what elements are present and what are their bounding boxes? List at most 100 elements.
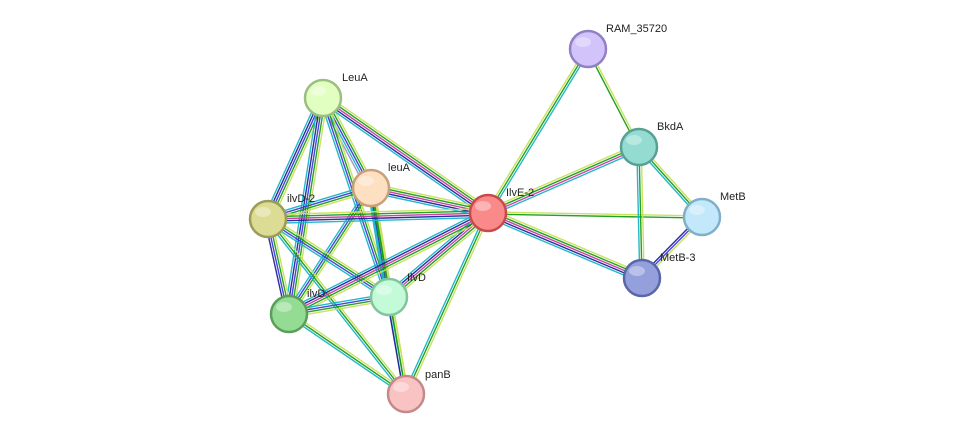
edge-evidence-line [391,215,492,301]
node-ilvd[interactable]: ilvD [269,288,325,334]
node-highlight [575,37,591,47]
edge-layer [263,47,705,397]
edge-evidence-line [487,48,589,214]
node-circle[interactable] [468,193,508,233]
edge-evidence-line [371,185,489,212]
edge-evidence-line [267,97,324,220]
edge-evidence-line [289,311,408,393]
edge-evidence-line [289,214,490,317]
node-leua[interactable]: LeuA [303,72,368,118]
node-label: BkdA [657,121,684,133]
edge-evidence-line [268,217,390,297]
edge-evidence-line [640,146,645,278]
edge-evidence-line [486,143,638,211]
edge-evidence-line [267,219,389,299]
node-metb-3[interactable]: MetB-3 [622,252,695,298]
edge-evidence-line [267,210,488,218]
edge-evidence-line [488,147,640,215]
edge-evidence-line [287,315,406,397]
edge-evidence-line [291,189,375,317]
edge-evidence-line [488,210,644,277]
node-label: IlvD [407,272,426,284]
node-highlight [255,207,271,217]
edge-evidence-line [323,95,490,212]
edge-evidence-line [289,188,373,315]
edge-evidence-line [286,97,322,314]
node-circle[interactable] [369,277,409,317]
edge-evidence-line [290,216,491,319]
node-label: MetB [720,191,746,203]
node-highlight [310,86,326,96]
edge-evidence-line [263,95,320,218]
edge-evidence-line [489,149,641,217]
edge-evidence-line [325,93,491,210]
edge-ilvd-2-ilvd [265,215,392,301]
edge-evidence-line [265,96,322,219]
node-circle[interactable] [682,197,722,237]
edge-evidence-line [487,213,702,219]
edge-evidence-line [487,212,643,279]
node-highlight [358,176,374,186]
edge-ilve-2-ram-35720 [485,47,591,215]
edge-evidence-line [638,146,643,279]
edge-evidence-line [285,185,369,313]
node-highlight [689,205,705,215]
node-circle[interactable] [622,258,662,298]
node-label: ilvD-2 [287,193,315,205]
node-highlight [276,302,292,312]
node-label: IlvE-2 [506,187,534,199]
node-label: leuA [388,162,411,174]
edge-evidence-line [489,49,591,215]
node-ilve-2[interactable]: IlvE-2 [468,187,534,233]
node-highlight [376,285,392,295]
node-leua[interactable]: leuA [351,162,411,208]
edge-evidence-line [405,212,489,395]
edge-leua-ilvd [285,185,375,317]
node-highlight [629,266,645,276]
edge-evidence-line [265,221,388,301]
edge-evidence-line [486,216,641,283]
edge-evidence-line [322,97,489,214]
edge-ilve-2-panb [403,211,491,396]
node-ilvd[interactable]: IlvD [369,272,426,317]
node-bkda[interactable]: BkdA [619,121,684,167]
edge-evidence-line [321,99,488,216]
edge-evidence-line [267,207,488,216]
edge-evidence-line [267,212,489,220]
node-circle[interactable] [248,199,288,239]
edge-leua-ilve-2 [320,93,491,218]
edge-evidence-line [407,213,491,396]
node-label: MetB-3 [660,252,695,264]
node-panb[interactable]: panB [386,369,451,414]
node-label: ilvD [307,288,325,300]
node-circle[interactable] [303,78,343,118]
edge-evidence-line [487,145,639,213]
node-highlight [393,382,409,392]
edge-evidence-line [488,211,703,217]
edge-evidence-line [268,216,489,225]
edge-evidence-line [288,212,489,315]
node-metb[interactable]: MetB [682,191,746,237]
node-circle[interactable] [619,127,659,167]
edge-evidence-line [389,214,490,300]
edge-evidence-line [403,211,487,394]
edge-evidence-line [268,214,489,222]
edge-evidence-line [385,209,486,295]
node-circle[interactable] [351,168,391,208]
node-ram-35720[interactable]: RAM_35720 [568,23,667,69]
edge-evidence-line [287,210,488,313]
edge-bkda-metb-3 [636,146,645,279]
node-highlight [475,201,491,211]
node-ilvd-2[interactable]: ilvD-2 [248,193,315,239]
edge-ilve-2-metb [487,211,703,219]
edge-ilve-2-metb-3 [486,208,644,283]
edge-ilvd-panb [287,311,408,397]
node-circle[interactable] [386,374,426,414]
edge-evidence-line [485,47,587,213]
edge-evidence-line [320,101,486,218]
node-circle[interactable] [269,294,309,334]
edge-evidence-line [287,187,371,314]
node-circle[interactable] [568,29,608,69]
